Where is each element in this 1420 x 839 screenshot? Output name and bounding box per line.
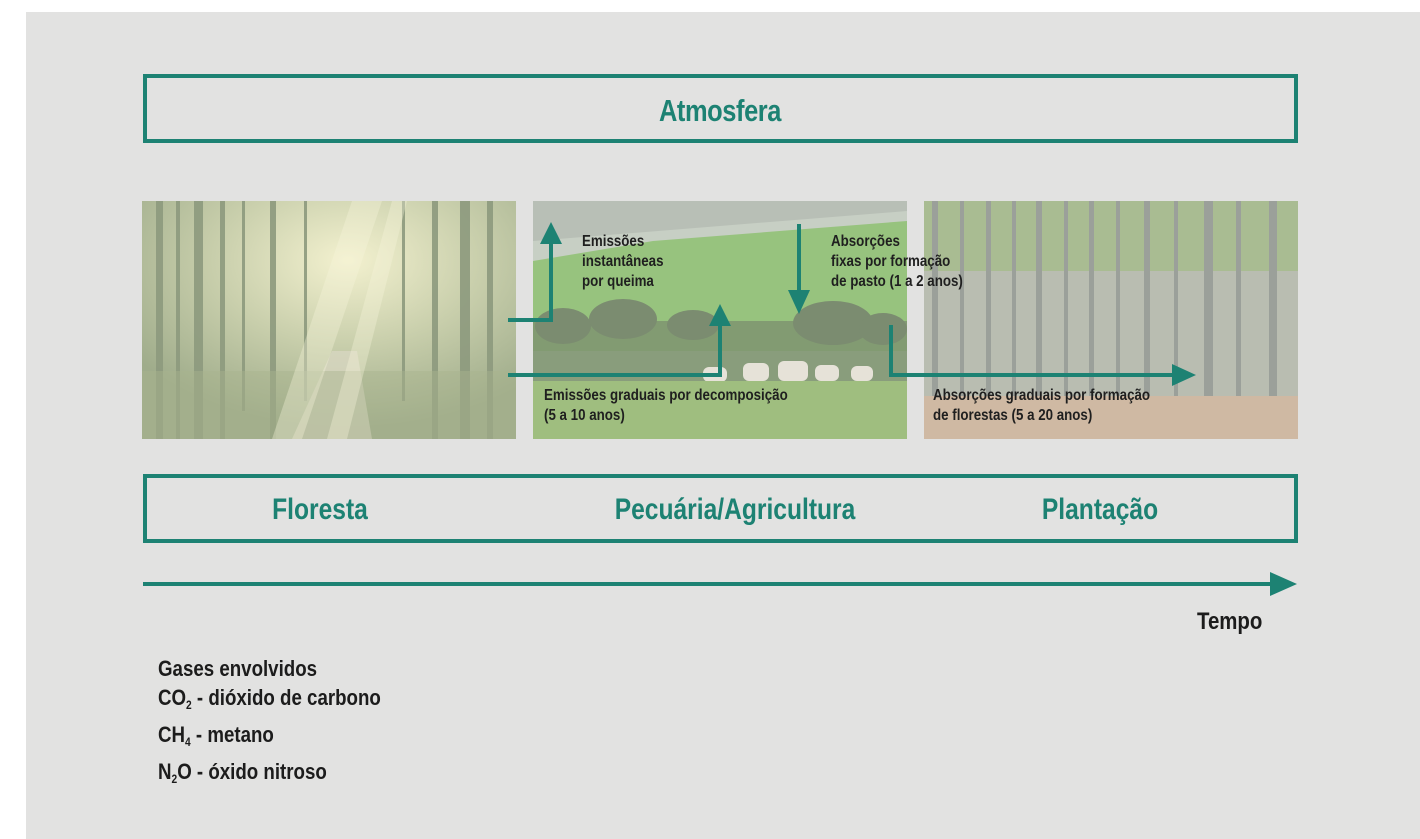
gas-co2: CO2 - dióxido de carbono	[158, 685, 381, 712]
plantation-image	[924, 201, 1298, 439]
time-axis-label: Tempo	[1197, 608, 1263, 635]
atmosphere-box	[143, 74, 1298, 143]
gas-ch4: CH4 - metano	[158, 722, 274, 749]
land-use-box	[143, 474, 1298, 543]
forest-image	[142, 201, 516, 439]
atmosphere-label: Atmosfera	[658, 93, 782, 128]
gases-legend: Gases envolvidos CO2 - dióxido de carbon…	[158, 654, 381, 794]
fixed-absorption-label: Absorções fixas por formação de pasto (1…	[831, 233, 963, 290]
instant-emission-label: Emissões instantâneas por queima	[582, 233, 664, 290]
category-plantacao: Plantação	[1041, 493, 1159, 526]
gradual-emission-label: Emissões graduais por decomposição (5 a …	[544, 387, 788, 424]
gases-heading: Gases envolvidos	[158, 656, 318, 681]
gradual-absorption-label: Absorções graduais por formação de flore…	[933, 387, 1151, 424]
category-floresta: Floresta	[272, 493, 368, 526]
category-pecuaria-agricultura: Pecuária/Agricultura	[614, 493, 856, 526]
gas-n2o: N2O - óxido nitroso	[158, 759, 327, 786]
